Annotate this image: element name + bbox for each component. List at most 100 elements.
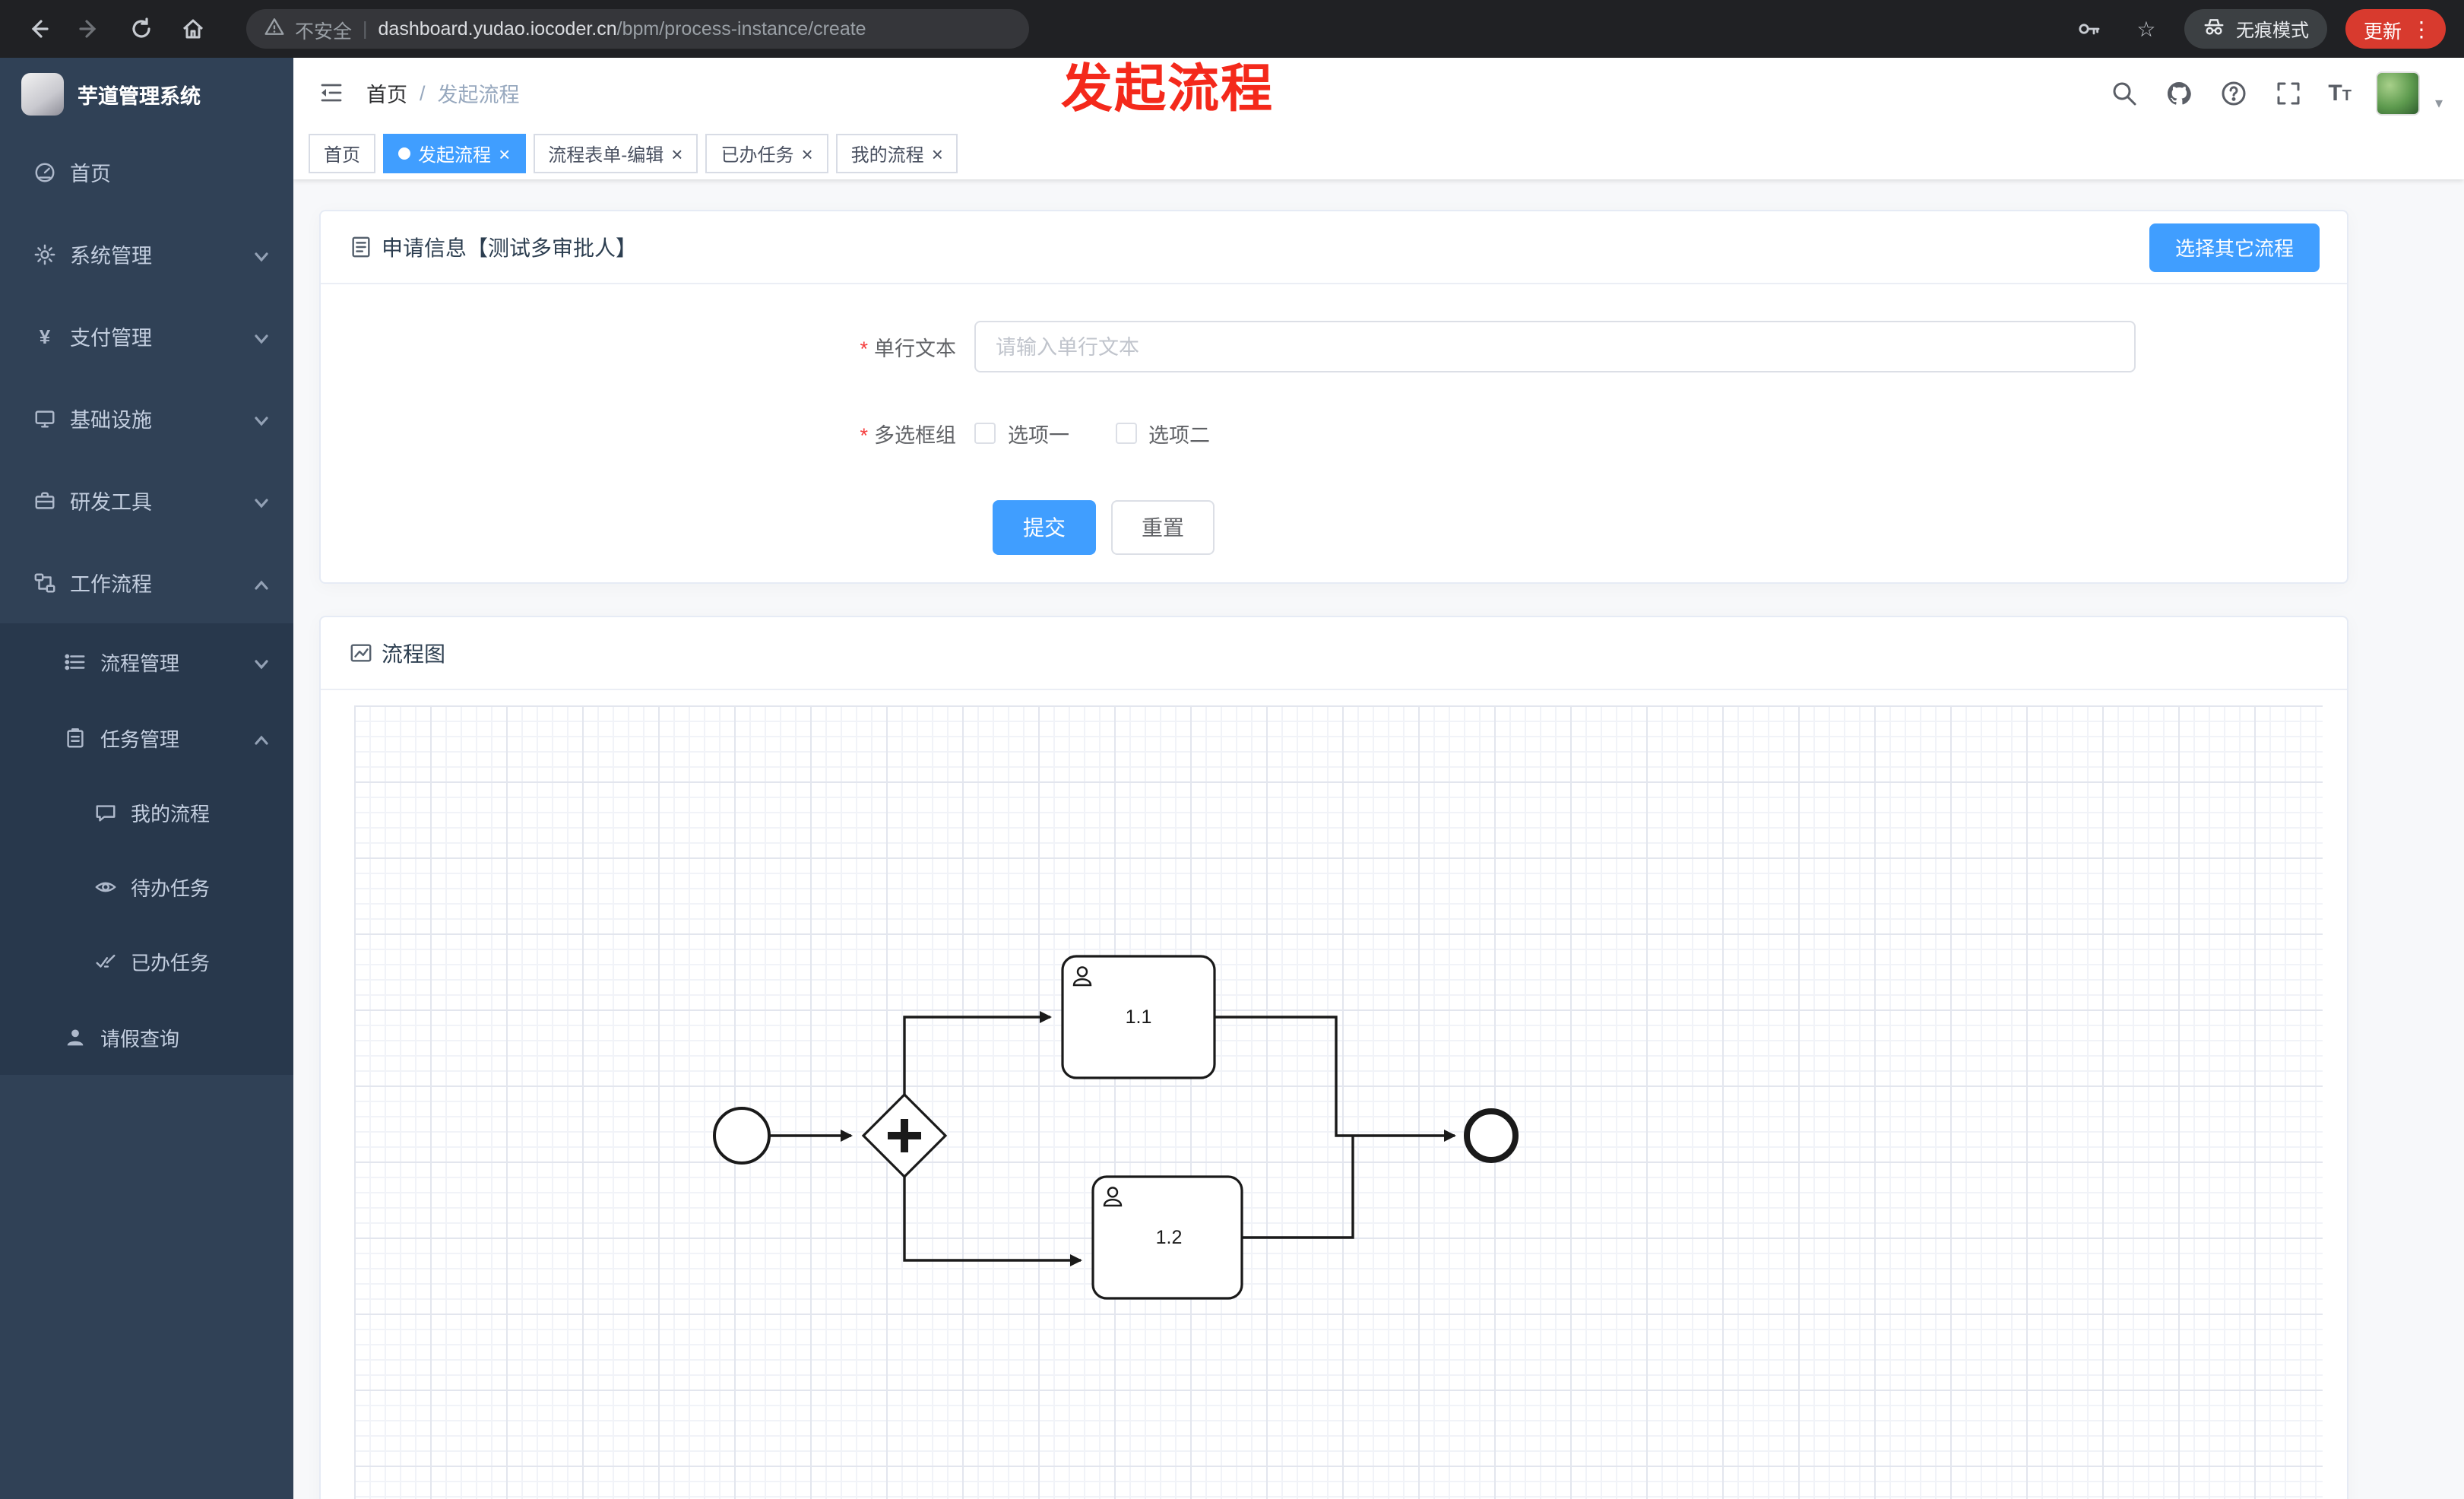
start-event[interactable] (713, 1107, 771, 1165)
main-content: 申请信息【测试多审批人】 选择其它流程 单行文本 多选框组 选项一 (293, 179, 2464, 1499)
avatar[interactable] (2375, 71, 2420, 115)
annotation-overlay-title: 发起流程 (1061, 61, 1274, 119)
app-logo[interactable]: 芋道管理系统 (0, 58, 293, 131)
workflow-submenu: 流程管理 任务管理 我的流程 待办任务 已办任务 请假 (0, 623, 293, 1075)
chevron-up-icon (254, 730, 269, 745)
text-field-label-wrap: 单行文本 (321, 331, 974, 362)
sidebar-item-task-management[interactable]: 任务管理 (0, 699, 293, 775)
tab-close-icon[interactable] (801, 142, 812, 165)
toolbox-icon (33, 489, 56, 512)
checkbox-icon[interactable] (974, 423, 996, 444)
tab-done-tasks[interactable]: 已办任务 (705, 134, 828, 173)
yen-icon: ¥ (39, 325, 51, 347)
sidebar-item-label: 流程管理 (100, 651, 180, 674)
sidebar-item-payment[interactable]: ¥ 支付管理 (0, 295, 293, 377)
tab-process-form-edit[interactable]: 流程表单-编辑 (533, 134, 698, 173)
refresh-icon[interactable] (122, 9, 161, 49)
incognito-badge: 无痕模式 (2184, 9, 2327, 49)
reset-button[interactable]: 重置 (1111, 500, 1215, 555)
sidebar-item-process-management[interactable]: 流程管理 (0, 623, 293, 699)
end-event[interactable] (1464, 1108, 1519, 1163)
sidebar-item-label: 任务管理 (100, 727, 180, 750)
chevron-down-icon (254, 493, 269, 509)
flow-task2-join (1242, 1136, 1354, 1239)
menu-dots-icon[interactable]: ⋮ (2411, 17, 2432, 41)
text-field-row: 单行文本 (321, 321, 2347, 372)
process-diagram-card: 流程图 (319, 616, 2348, 1499)
task1-label: 1.1 (1126, 1006, 1152, 1028)
tab-close-icon[interactable] (499, 142, 510, 165)
sidebar-item-infrastructure[interactable]: 基础设施 (0, 377, 293, 459)
key-icon[interactable] (2069, 9, 2108, 49)
sidebar-item-todo-tasks[interactable]: 待办任务 (0, 850, 293, 924)
sidebar-item-leave-query[interactable]: 请假查询 (0, 999, 293, 1075)
chevron-down-icon (254, 246, 269, 262)
flow-task1-to-end (1215, 1016, 1456, 1142)
form-buttons-row: 提交 重置 (321, 500, 2347, 555)
diagram-icon (348, 641, 372, 665)
update-button[interactable]: 更新 ⋮ (2345, 9, 2446, 49)
caret-down-icon[interactable]: ▾ (2434, 95, 2443, 112)
plus-icon (888, 1119, 921, 1152)
chevron-up-icon (254, 575, 269, 590)
single-line-text-input[interactable] (974, 321, 2136, 372)
addr-separator: | (363, 18, 368, 40)
sidebar-collapse-icon[interactable] (315, 76, 348, 109)
breadcrumb: 首页 / 发起流程 (366, 78, 520, 108)
tab-my-processes[interactable]: 我的流程 (835, 134, 958, 173)
tab-start-process[interactable]: 发起流程 (383, 134, 526, 173)
chevron-down-icon (254, 654, 269, 670)
search-icon[interactable] (2109, 78, 2139, 108)
flow-gateway-to-task2 (903, 1177, 1082, 1266)
sidebar-item-system[interactable]: 系统管理 (0, 213, 293, 295)
github-icon[interactable] (2164, 78, 2194, 108)
breadcrumb-separator: / (420, 81, 426, 104)
home-icon[interactable] (173, 9, 213, 49)
required-asterisk (860, 424, 874, 447)
monitor-icon (33, 407, 56, 429)
back-icon[interactable] (18, 9, 58, 49)
tab-home[interactable]: 首页 (309, 134, 376, 173)
sidebar-item-home[interactable]: 首页 (0, 131, 293, 213)
checkbox-icon[interactable] (1115, 423, 1136, 444)
checkbox-option-2[interactable]: 选项二 (1115, 418, 1210, 448)
sidebar-item-label: 支付管理 (70, 327, 152, 350)
choose-other-process-button[interactable]: 选择其它流程 (2149, 223, 2320, 271)
sidebar-item-workflow[interactable]: 工作流程 (0, 541, 293, 623)
tab-label: 首页 (324, 144, 361, 165)
user-task-2[interactable] (1091, 1175, 1243, 1300)
checkbox-label: 选项一 (1008, 424, 1069, 447)
app-title: 芋道管理系统 (78, 85, 201, 108)
incognito-icon (2203, 15, 2225, 43)
sidebar-item-my-processes[interactable]: 我的流程 (0, 775, 293, 850)
sidebar-item-label: 研发工具 (70, 491, 152, 514)
bpmn-canvas[interactable]: 1.1 1.2 (354, 705, 2323, 1499)
address-bar[interactable]: 不安全 | dashboard.yudao.iocoder.cn/bpm/pro… (246, 9, 1029, 49)
tab-close-icon[interactable] (932, 142, 943, 165)
forward-icon[interactable] (70, 9, 109, 49)
clipboard-icon (64, 726, 87, 749)
fullscreen-icon[interactable] (2273, 78, 2304, 108)
sidebar-item-label: 基础设施 (70, 409, 152, 432)
checkbox-option-1[interactable]: 选项一 (974, 418, 1069, 448)
help-icon[interactable] (2219, 78, 2249, 108)
sidebar-item-done-tasks[interactable]: 已办任务 (0, 924, 293, 999)
sidebar-item-devtools[interactable]: 研发工具 (0, 459, 293, 541)
user-task-1[interactable] (1061, 955, 1216, 1079)
tab-close-icon[interactable] (671, 142, 683, 165)
url-path: /bpm/process-instance/create (616, 18, 866, 40)
app-logo-image (21, 73, 64, 116)
bookmark-star-icon[interactable]: ☆ (2136, 16, 2156, 40)
user-task-icon (1103, 1187, 1123, 1207)
dashboard-icon (33, 160, 56, 183)
apply-form: 单行文本 多选框组 选项一 选项二 (321, 284, 2347, 555)
breadcrumb-home[interactable]: 首页 (366, 84, 407, 106)
user-task-icon (1072, 966, 1092, 987)
checkbox-group: 选项一 选项二 (974, 415, 1210, 452)
submit-button[interactable]: 提交 (993, 500, 1096, 555)
checkbox-label: 选项二 (1148, 424, 1210, 447)
diagram-title: 流程图 (382, 641, 445, 665)
